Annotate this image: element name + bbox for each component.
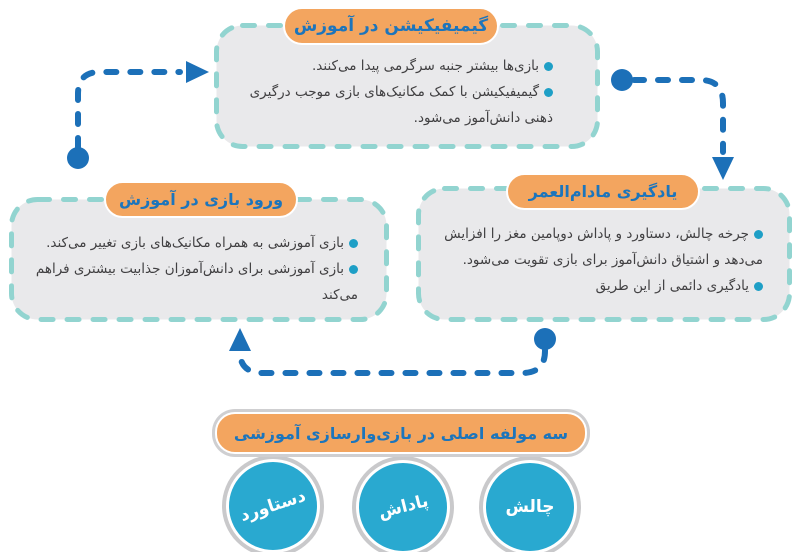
list-item: بازی‌ها بیشتر جنبه سرگرمی پیدا می‌کنند. xyxy=(233,53,553,79)
bullet-text: بازی‌ها بیشتر جنبه سرگرمی پیدا می‌کنند. xyxy=(312,58,539,74)
component-circle-challenge: چالش xyxy=(483,460,577,552)
game-in-education-bullet-list: بازی آموزشی به همراه مکانیک‌های بازی تغی… xyxy=(26,230,358,308)
arrowhead-up-icon xyxy=(229,328,251,351)
arrow-start-dot-icon xyxy=(67,147,89,169)
lifelong-learning-bullet-list: چرخه چالش، دستاورد و پاداش دوپامین مغز ر… xyxy=(433,221,763,299)
arrow-left-to-top-line xyxy=(75,69,183,151)
arrow-right-to-left-line xyxy=(237,347,548,376)
bullet-text: بازی آموزشی به همراه مکانیک‌های بازی تغی… xyxy=(46,235,344,251)
component-label: پاداش xyxy=(375,491,431,523)
bullet-dot-icon xyxy=(349,265,358,274)
bullet-dot-icon xyxy=(754,230,763,239)
lifelong-learning-panel: چرخه چالش، دستاورد و پاداش دوپامین مغز ر… xyxy=(415,185,793,323)
bullet-dot-icon xyxy=(544,62,553,71)
arrow-top-to-right-line xyxy=(631,77,726,155)
bullet-text: بازی آموزشی برای دانش‌آموزان جذابیت بیشت… xyxy=(35,261,358,303)
bullet-text: یادگیری دائمی از این طریق xyxy=(595,278,749,294)
gamification-title: گیمیفیکیشن در آموزش xyxy=(293,16,489,36)
component-label: دستاورد xyxy=(237,486,309,526)
list-item: بازی آموزشی برای دانش‌آموزان جذابیت بیشت… xyxy=(26,256,358,308)
component-label: چالش xyxy=(505,497,555,517)
list-item: بازی آموزشی به همراه مکانیک‌های بازی تغی… xyxy=(26,230,358,256)
lifelong-learning-title-pill: یادگیری مادام‌العمر xyxy=(506,173,700,210)
arrowhead-right-icon xyxy=(186,61,209,83)
gamification-panel: بازی‌ها بیشتر جنبه سرگرمی پیدا می‌کنند. … xyxy=(213,22,601,150)
gamification-bullet-list: بازی‌ها بیشتر جنبه سرگرمی پیدا می‌کنند. … xyxy=(233,53,553,131)
component-circle-reward: پاداش xyxy=(356,460,450,552)
game-in-education-title-pill: ورود بازی در آموزش xyxy=(104,181,298,218)
bullet-dot-icon xyxy=(544,88,553,97)
game-in-education-title: ورود بازی در آموزش xyxy=(118,190,284,209)
gamification-title-pill: گیمیفیکیشن در آموزش xyxy=(283,7,499,45)
three-components-title-pill: سه مولفه اصلی در بازی‌وارسازی آموزشی xyxy=(215,412,587,454)
lifelong-learning-title: یادگیری مادام‌العمر xyxy=(528,182,678,201)
bullet-text: چرخه چالش، دستاورد و پاداش دوپامین مغز ر… xyxy=(444,226,763,268)
bullet-dot-icon xyxy=(349,239,358,248)
game-in-education-panel: بازی آموزشی به همراه مکانیک‌های بازی تغی… xyxy=(8,196,390,323)
bullet-text: گیمیفیکیشن با کمک مکانیک‌های بازی موجب د… xyxy=(249,84,553,126)
list-item: گیمیفیکیشن با کمک مکانیک‌های بازی موجب د… xyxy=(233,79,553,131)
list-item: یادگیری دائمی از این طریق xyxy=(433,273,763,299)
arrow-start-dot-icon xyxy=(534,328,556,350)
component-circle-achievement: دستاورد xyxy=(226,459,320,552)
list-item: چرخه چالش، دستاورد و پاداش دوپامین مغز ر… xyxy=(433,221,763,273)
arrowhead-down-icon xyxy=(712,157,734,180)
arrow-start-dot-icon xyxy=(611,69,633,91)
three-components-title: سه مولفه اصلی در بازی‌وارسازی آموزشی xyxy=(233,423,569,443)
bullet-dot-icon xyxy=(754,282,763,291)
